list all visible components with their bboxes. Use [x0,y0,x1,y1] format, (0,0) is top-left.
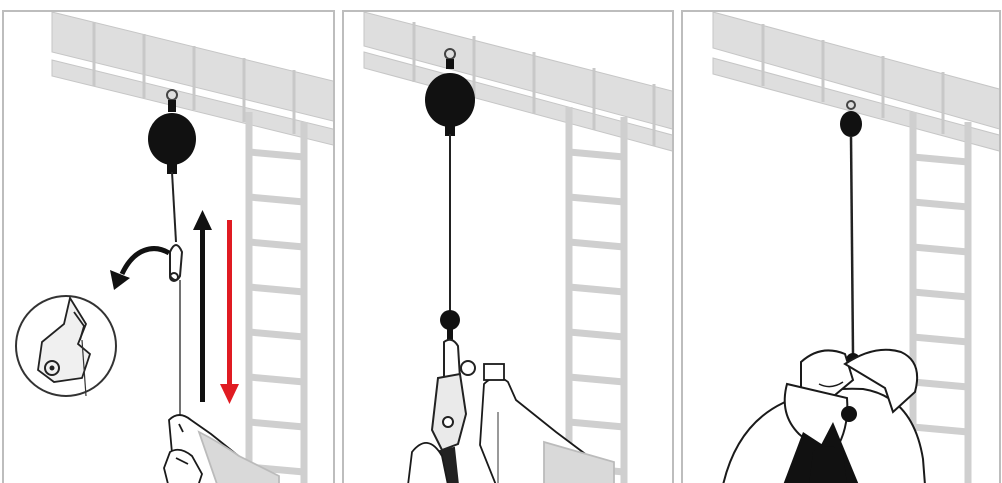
curved-arrow-icon [110,249,169,290]
arrow-up-icon [193,210,212,402]
panel-step-1 [2,10,335,483]
magnifier-detail-icon [16,296,116,396]
panel-2-illustration [344,12,674,483]
panel-step-2 [342,10,674,483]
worker-icon [723,350,925,483]
carabiner-icon [170,245,182,281]
panel-3-illustration [683,12,1001,483]
retractable-device-icon [148,90,196,242]
panel-1-illustration [4,12,335,483]
retractable-device-icon [840,101,862,367]
ladder-icon [569,107,624,483]
panel-step-3 [681,10,1001,483]
retractable-device-icon [425,49,475,342]
ladder-icon [913,112,968,483]
truss-icon [52,12,335,146]
ladder-icon [249,112,304,483]
arrow-down-icon [220,220,239,404]
